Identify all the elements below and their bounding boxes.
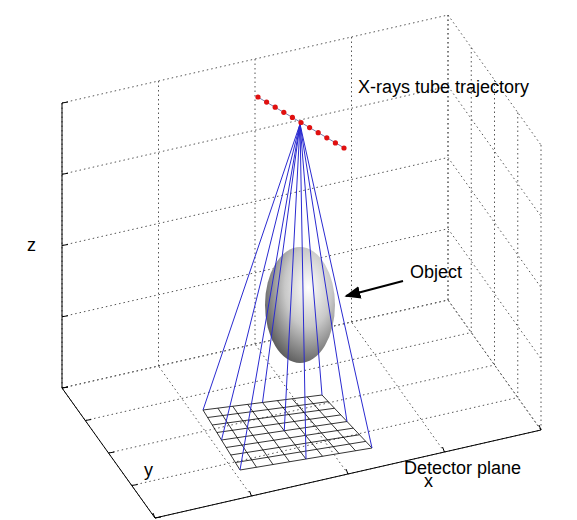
tick-mark (62, 387, 68, 388)
axis-label: x (424, 472, 433, 492)
tube-position (298, 120, 303, 125)
tick-mark (132, 485, 138, 486)
tube-position (324, 135, 329, 140)
x-ray-beam (300, 124, 372, 448)
tube-position (290, 115, 295, 120)
x-ray-beam (300, 124, 347, 422)
tube-position (316, 130, 321, 135)
trajectory-label: X-rays tube trajectory (358, 78, 529, 98)
tube-position (307, 125, 312, 130)
grid-line (494, 80, 495, 365)
grid-line (351, 37, 352, 322)
tick-mark (346, 469, 348, 474)
trajectory-line (256, 96, 346, 149)
detector-line (212, 408, 334, 425)
x-ray-beam (203, 124, 300, 410)
tube-position (264, 100, 269, 105)
grid-line (448, 15, 449, 300)
tick-mark (62, 245, 68, 246)
tick-mark (250, 491, 252, 496)
x-ray-beams (203, 124, 372, 470)
grid-line (62, 86, 448, 174)
x-ray-beam (222, 124, 301, 440)
tick-mark (85, 420, 91, 421)
tube-position (341, 145, 346, 150)
x-ray-beam (284, 124, 300, 431)
detector-label: Detector plane (404, 459, 521, 479)
tick-mark (62, 102, 68, 103)
tube-position (273, 105, 278, 110)
tube-position (255, 94, 260, 99)
detector-grid (203, 395, 372, 470)
tick-mark (539, 425, 541, 430)
x-ray-beam (300, 124, 306, 459)
grid-line (352, 322, 445, 452)
detector-line (208, 402, 329, 418)
axis-label: y (144, 461, 153, 481)
tick-mark (443, 447, 445, 452)
tick-mark (62, 387, 68, 388)
axis-label: z (27, 236, 36, 256)
grid-line (62, 103, 63, 388)
tick-mark (62, 173, 68, 174)
axes-grid (62, 15, 541, 518)
tube-position (333, 140, 338, 145)
tube-position (281, 110, 286, 115)
grid-line (517, 113, 518, 398)
grid-line (109, 365, 495, 453)
grid-line (541, 145, 542, 430)
detector-line (217, 415, 341, 433)
grid-line (62, 388, 155, 518)
y-axis-line (62, 388, 155, 518)
object-label: Object (410, 263, 462, 283)
tick-mark (109, 452, 115, 453)
grid-line (448, 86, 541, 216)
x-ray-beam (240, 124, 300, 470)
grid-line (62, 158, 448, 246)
leader-arrow (346, 281, 403, 296)
x-ray-beam (300, 124, 322, 395)
grid-line (155, 430, 541, 518)
detector-line (292, 399, 339, 454)
x-axis-line (155, 430, 541, 518)
z-axis-line (62, 103, 63, 388)
grid-line (448, 229, 541, 359)
tube-positions (255, 94, 346, 150)
x-ray-beam (263, 124, 301, 403)
tick-mark (62, 316, 68, 317)
